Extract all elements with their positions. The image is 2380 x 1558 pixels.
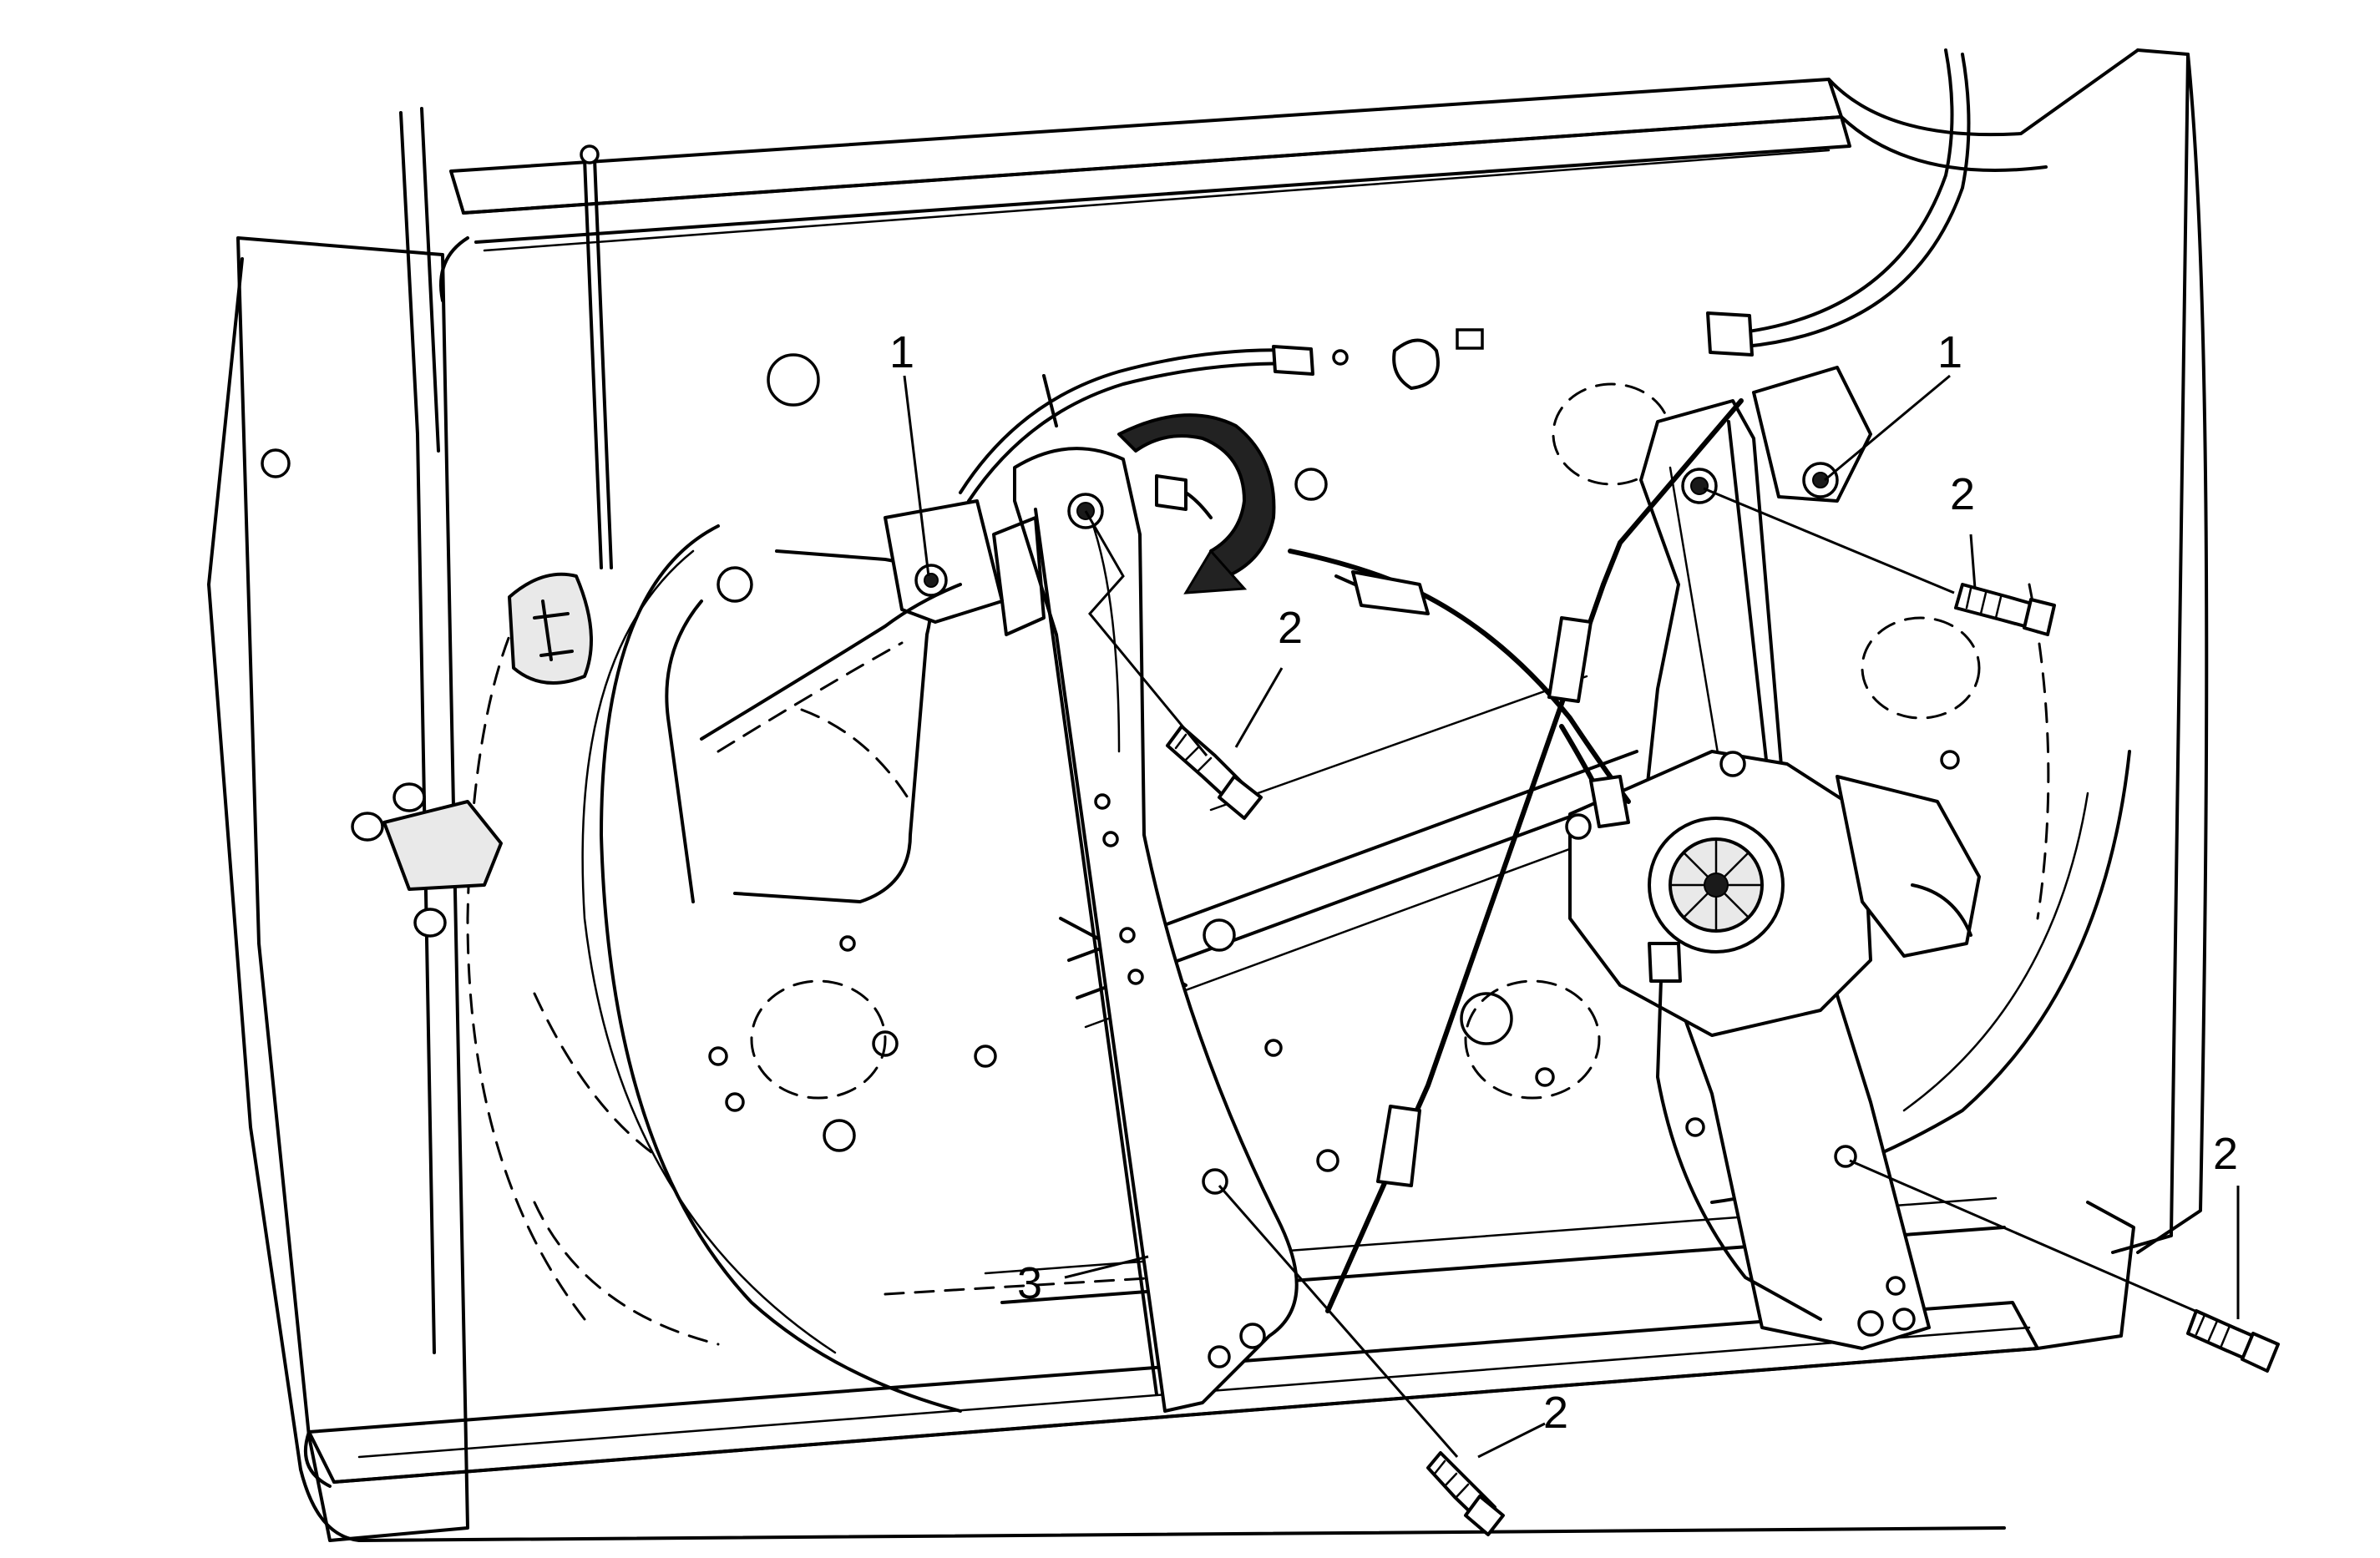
leader-lines (903, 374, 2240, 1459)
callout-2-lower-center: 2 (1543, 1388, 1568, 1438)
door-inner-panel (207, 48, 2209, 1542)
rotation-arrow-icon (1117, 413, 1276, 594)
bolt-upper-right (1954, 583, 2056, 636)
callout-2-upper-center: 2 (1278, 603, 1303, 653)
callout-2-upper-right: 2 (1950, 469, 1975, 519)
callout-1-left: 1 (889, 327, 914, 377)
callout-3-rail: 3 (1017, 1258, 1042, 1308)
callout-2-lower-right: 2 (2213, 1129, 2238, 1179)
bolt-upper-center (1166, 725, 1263, 820)
callout-1-right: 1 (1937, 327, 1962, 377)
callout-labels: 1 1 2 2 2 2 3 (889, 327, 2238, 1438)
bolt-lower-right (2186, 1309, 2280, 1373)
regulator-cable (700, 48, 1971, 1321)
bolt-lower-center (1426, 1451, 1505, 1536)
left-window-regulator-rail (884, 447, 1299, 1413)
window-regulator-motor (1565, 750, 1981, 1037)
